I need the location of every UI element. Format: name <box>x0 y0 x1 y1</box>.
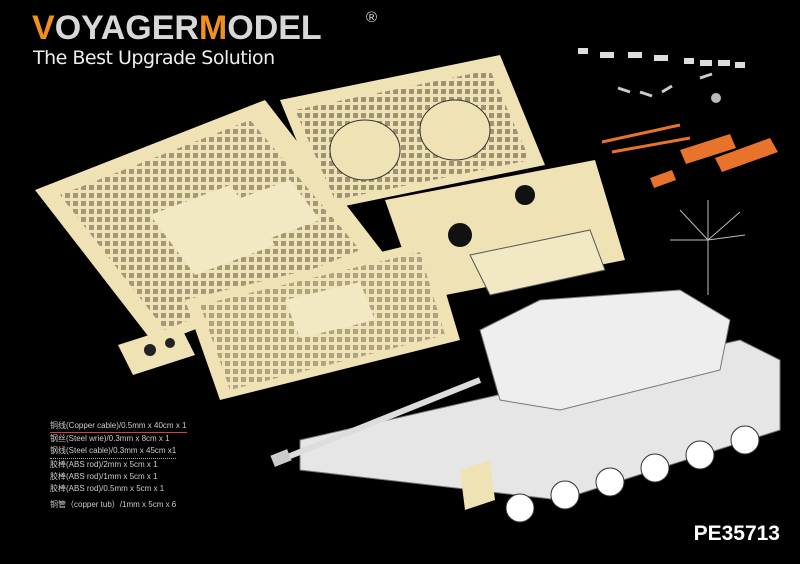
product-code: PE35713 <box>693 522 780 545</box>
turned-parts <box>601 123 778 188</box>
materials-list: 铜线(Copper cable)/0.5mm x 40cm x 1 钢丝(Ste… <box>50 420 187 511</box>
tank-model <box>270 289 781 523</box>
photo-etch-fret-top-right <box>280 55 545 210</box>
material-item: 铜线(Copper cable)/0.5mm x 40cm x 1 <box>50 420 187 434</box>
logo-m: M <box>198 9 228 47</box>
antenna <box>670 200 746 295</box>
material-item: 铜管（copper tub）/1mm x 5cm x 6 <box>50 500 177 510</box>
logo-v: V <box>32 9 55 47</box>
resin-parts <box>578 48 745 103</box>
tagline: The Best Upgrade Solution <box>33 47 275 69</box>
brand-logo: VOYAGERMODEL <box>32 10 322 46</box>
photo-etch-fret-bottom <box>185 240 460 400</box>
material-item: 胶棒(ABS rod)/1mm x 5cm x 1 <box>50 471 158 481</box>
material-item: 钢线(Steel cable)/0.3mm x 45cm x1 <box>50 445 177 459</box>
material-item: 胶棒(ABS rod)/2mm x 5cm x 1 <box>50 459 158 469</box>
logo-oyager: OYAGER <box>54 9 199 47</box>
logo-odel: ODEL <box>227 9 322 47</box>
registered-mark: ® <box>366 9 378 26</box>
material-item: 胶棒(ABS rod)/0.5mm x 5cm x 1 <box>50 484 165 494</box>
photo-etch-fret-small <box>118 325 195 375</box>
photo-etch-fret-middle-right <box>385 160 625 300</box>
material-item: 钢丝(Steel wrie)/0.3mm x 8cm x 1 <box>50 434 170 444</box>
